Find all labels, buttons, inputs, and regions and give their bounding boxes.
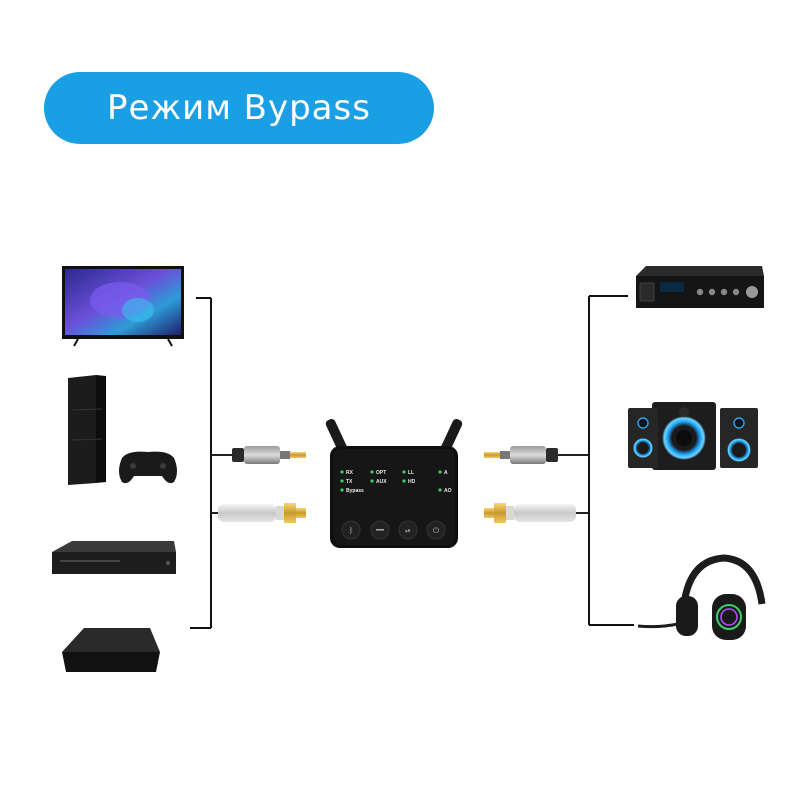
tv-icon [62, 266, 184, 347]
right-output-bracket [588, 295, 634, 626]
game-console-icon [68, 375, 177, 485]
speaker-system-icon [628, 402, 758, 470]
led-aux: AUX [370, 479, 387, 485]
led-opt: OPT [370, 470, 386, 476]
svg-text:A: A [444, 470, 448, 476]
svg-text:OPT: OPT [376, 470, 386, 476]
mode-title: Режим Bypass [107, 88, 371, 128]
tv-box-icon [62, 628, 160, 672]
svg-text:AUX: AUX [376, 479, 387, 485]
svg-text:HD: HD [408, 479, 416, 485]
power-button[interactable]: ⏻ [426, 520, 446, 540]
amplifier-icon [636, 266, 764, 308]
left-optical-cable [211, 503, 306, 523]
volume-down-button[interactable] [370, 520, 390, 540]
svg-text:LL: LL [408, 470, 414, 476]
svg-text:RX: RX [346, 470, 354, 476]
led-tx: TX [340, 479, 353, 485]
svg-text:⏻: ⏻ [433, 526, 440, 535]
led-hd: HD [402, 479, 416, 485]
left-input-bracket [190, 297, 212, 629]
led-a: A [438, 470, 448, 476]
led-rx: RX [340, 470, 354, 476]
bluetooth-button[interactable]: ᛒ [341, 520, 361, 540]
svg-text:⏯: ⏯ [405, 527, 411, 535]
bluray-player-icon [52, 541, 176, 574]
left-aux-cable [211, 446, 306, 464]
svg-text:TX: TX [346, 479, 353, 485]
gaming-headset-icon [637, 554, 766, 640]
play-pause-button[interactable]: ⏯ [398, 520, 418, 540]
svg-text:ᛒ: ᛒ [349, 526, 354, 535]
led-ll: LL [402, 470, 414, 476]
svg-text:AO: AO [444, 488, 452, 494]
svg-text:Bypass: Bypass [346, 488, 364, 494]
mode-title-badge: Режим Bypass [44, 72, 434, 144]
right-optical-cable [484, 503, 588, 523]
led-ao: AO [438, 488, 452, 494]
bluetooth-transceiver: RX TX Bypass OPT AUX LL HD A [325, 418, 463, 548]
led-bypass: Bypass [340, 488, 364, 494]
right-aux-cable [484, 446, 588, 464]
